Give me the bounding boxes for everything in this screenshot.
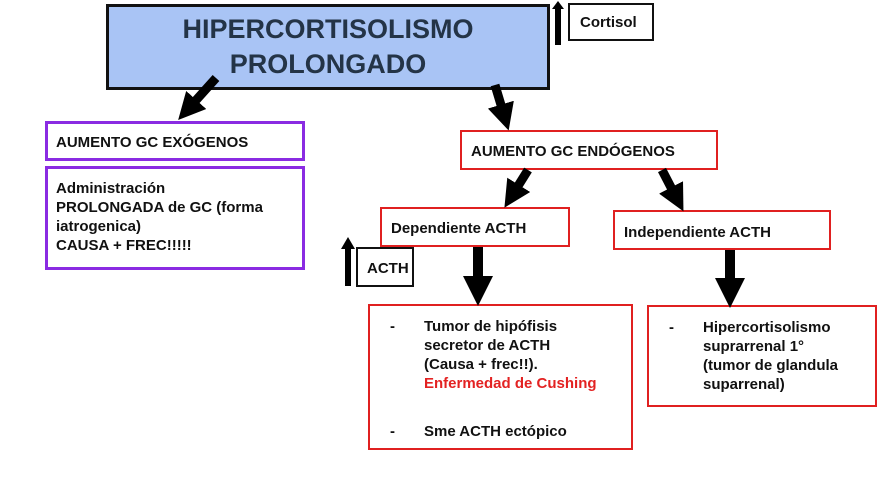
up-arrow-icon bbox=[341, 237, 355, 286]
dependent-box: Dependiente ACTH bbox=[380, 207, 570, 247]
up-arrow-icon bbox=[552, 1, 564, 45]
cause-line: secretor de ACTH bbox=[424, 337, 551, 354]
exogenous-line: iatrogenica) bbox=[56, 218, 142, 235]
exogenous-line: Administración bbox=[56, 180, 166, 197]
title-line-1: HIPERCORTISOLISMO bbox=[182, 14, 474, 44]
dependent-causes-box: - Tumor de hipófisis secretor de ACTH (C… bbox=[368, 304, 633, 450]
arrow-endogenous-to-dependent bbox=[504, 167, 532, 208]
endogenous-header: AUMENTO GC ENDÓGENOS bbox=[471, 143, 675, 160]
independent-causes-box: - Hipercortisolismo suprarrenal 1° (tumo… bbox=[647, 305, 877, 407]
cause-line: Tumor de hipófisis bbox=[424, 318, 558, 335]
exogenous-line: PROLONGADA de GC (forma bbox=[56, 199, 263, 216]
arrow-endogenous-to-independent bbox=[658, 167, 684, 212]
dependent-cause-item: - Tumor de hipófisis secretor de ACTH (C… bbox=[390, 317, 630, 393]
independent-box: Independiente ACTH bbox=[613, 210, 831, 250]
cortisol-box: Cortisol bbox=[568, 3, 654, 41]
arrow-title-to-endogenous bbox=[487, 83, 514, 131]
title-line-2: PROLONGADO bbox=[229, 49, 427, 79]
cause-line: (Causa + frec!!). bbox=[424, 356, 538, 373]
cause-line: (tumor de glandula bbox=[703, 357, 838, 374]
bullet-dash: - bbox=[669, 319, 674, 336]
cause-line: Sme ACTH ectópico bbox=[424, 423, 567, 440]
acth-box: ACTH bbox=[356, 247, 414, 287]
title-box: HIPERCORTISOLISMO PROLONGADO bbox=[106, 4, 550, 90]
exogenous-detail: Administración PROLONGADA de GC (forma i… bbox=[56, 179, 263, 255]
exogenous-header-box: AUMENTO GC EXÓGENOS bbox=[45, 121, 305, 161]
dependent-cause-item: - Sme ACTH ectópico bbox=[390, 422, 630, 441]
bullet-dash: - bbox=[390, 318, 395, 335]
cause-line: suparrenal) bbox=[703, 376, 785, 393]
exogenous-detail-box: Administración PROLONGADA de GC (forma i… bbox=[45, 166, 305, 270]
cause-line: suprarrenal 1° bbox=[703, 338, 805, 355]
acth-label: ACTH bbox=[367, 260, 409, 277]
exogenous-line: CAUSA + FREC!!!!! bbox=[56, 237, 192, 254]
exogenous-header: AUMENTO GC EXÓGENOS bbox=[56, 134, 249, 151]
cause-line: Hipercortisolismo bbox=[703, 319, 831, 336]
dependent-header: Dependiente ACTH bbox=[391, 220, 527, 237]
independent-cause-item: - Hipercortisolismo suprarrenal 1° (tumo… bbox=[669, 318, 879, 394]
cushing-highlight: Enfermedad de Cushing bbox=[424, 375, 597, 392]
cortisol-label: Cortisol bbox=[580, 14, 637, 31]
arrow-title-to-exogenous bbox=[178, 74, 220, 121]
endogenous-header-box: AUMENTO GC ENDÓGENOS bbox=[460, 130, 718, 170]
independent-header: Independiente ACTH bbox=[624, 224, 771, 241]
bullet-dash: - bbox=[390, 423, 395, 440]
